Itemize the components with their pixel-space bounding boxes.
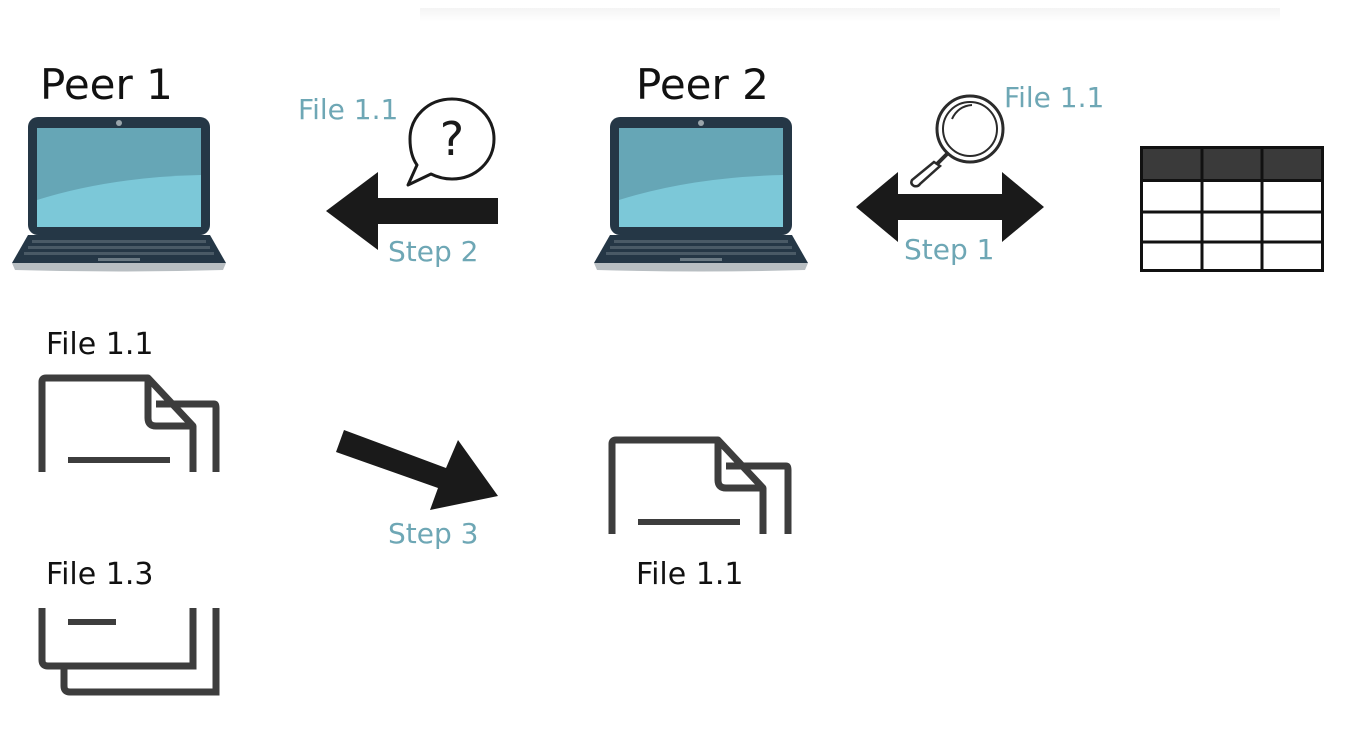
peer-2-file-1-1-label: File 1.1: [636, 557, 744, 592]
laptop-icon: [594, 117, 808, 272]
document-stack-icon: [38, 608, 220, 696]
lookup-file-label: File 1.1: [1004, 81, 1105, 114]
top-bar: [420, 8, 1280, 22]
table-icon: [1140, 146, 1324, 272]
svg-text:?: ?: [440, 112, 464, 166]
peer-1-title: Peer 1: [40, 60, 173, 109]
transfer-arrow: [336, 430, 498, 510]
peer-1-file-1-3-label: File 1.3: [46, 557, 154, 592]
peer-1-file-1-1-label: File 1.1: [46, 327, 154, 362]
request-file-label: File 1.1: [298, 93, 399, 126]
step-3-label: Step 3: [388, 517, 479, 550]
step-2-label: Step 2: [388, 235, 479, 268]
document-icon: [608, 436, 792, 534]
laptop-icon: [12, 117, 226, 272]
left-arrow: [326, 172, 498, 250]
double-arrow: [856, 172, 1044, 242]
peer-2-title: Peer 2: [636, 60, 769, 109]
speech-bubble-question-icon: ?: [406, 97, 496, 187]
document-icon: [38, 374, 220, 472]
step-1-label: Step 1: [904, 233, 995, 266]
magnifier-icon: [910, 94, 1005, 188]
